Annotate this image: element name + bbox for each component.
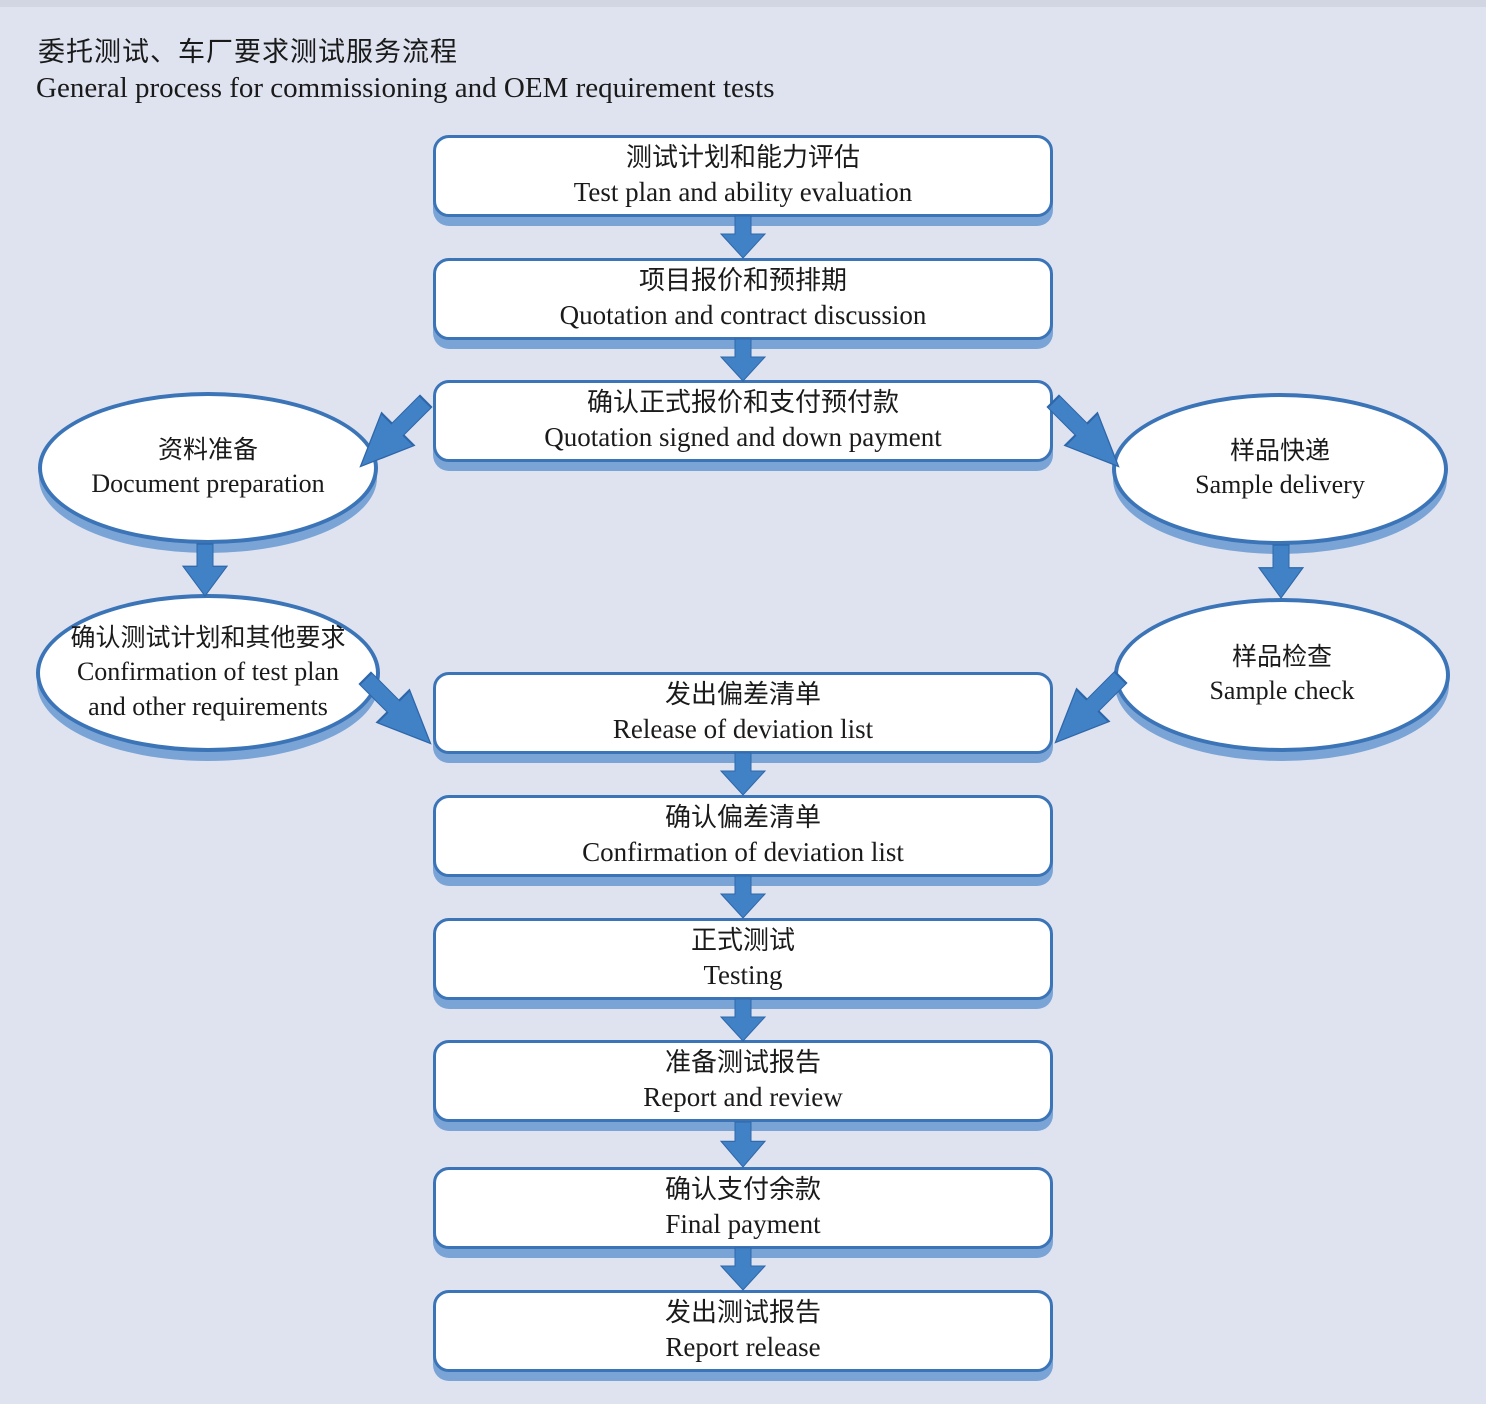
node-document-preparation: 资料准备 Document preparation bbox=[38, 392, 378, 544]
node-quotation-signed: 确认正式报价和支付预付款 Quotation signed and down p… bbox=[433, 380, 1053, 462]
arrow-step1-step2-icon bbox=[719, 215, 767, 259]
node-label-en: Document preparation bbox=[91, 469, 325, 499]
node-label-zh: 发出测试报告 bbox=[664, 1298, 821, 1328]
node-label-zh: 样品检查 bbox=[1231, 644, 1332, 672]
arrow-confirmplan-step4-icon bbox=[358, 671, 432, 745]
node-label-en: Final payment bbox=[665, 1209, 821, 1240]
arrow-step6-step7-icon bbox=[719, 998, 767, 1042]
top-border-strip bbox=[0, 0, 1486, 7]
arrow-step4-step5-icon bbox=[719, 752, 767, 796]
node-final-payment: 确认支付余款 Final payment bbox=[433, 1167, 1053, 1249]
node-label-en: Confirmation of deviation list bbox=[582, 837, 904, 868]
node-label-en: Confirmation of test plan and other requ… bbox=[76, 657, 340, 721]
arrow-step3-delivery-icon bbox=[1046, 394, 1120, 468]
node-label-zh: 样品快递 bbox=[1229, 438, 1330, 466]
node-label-zh: 确认偏差清单 bbox=[664, 803, 821, 833]
node-confirm-deviation-list: 确认偏差清单 Confirmation of deviation list bbox=[433, 795, 1053, 877]
arrow-step2-step3-icon bbox=[719, 338, 767, 382]
node-label-zh: 确认支付余款 bbox=[664, 1175, 821, 1205]
arrow-step7-step8-icon bbox=[719, 1121, 767, 1168]
node-label-zh: 确认测试计划和其他要求 bbox=[70, 625, 346, 653]
node-label-en: Test plan and ability evaluation bbox=[573, 177, 913, 208]
node-label-zh: 项目报价和预排期 bbox=[638, 266, 847, 296]
node-testing: 正式测试 Testing bbox=[433, 918, 1053, 1000]
node-report-review: 准备测试报告 Report and review bbox=[433, 1040, 1053, 1122]
node-confirm-test-plan: 确认测试计划和其他要求 Confirmation of test plan an… bbox=[36, 594, 380, 752]
arrow-step5-step6-icon bbox=[719, 875, 767, 919]
node-label-en: Quotation and contract discussion bbox=[559, 300, 927, 331]
node-label-en: Testing bbox=[703, 960, 783, 991]
node-release-deviation-list: 发出偏差清单 Release of deviation list bbox=[433, 672, 1053, 754]
node-label-en: Sample delivery bbox=[1195, 470, 1365, 500]
arrow-delivery-check-icon bbox=[1257, 544, 1305, 599]
node-report-release: 发出测试报告 Report release bbox=[433, 1290, 1053, 1372]
arrow-check-step4-icon bbox=[1054, 670, 1128, 744]
node-sample-delivery: 样品快递 Sample delivery bbox=[1112, 393, 1448, 545]
page-title-en: General process for commissioning and OE… bbox=[36, 72, 775, 104]
arrow-step3-docprep-icon bbox=[359, 394, 433, 468]
node-label-zh: 确认正式报价和支付预付款 bbox=[586, 388, 899, 418]
node-label-en: Quotation signed and down payment bbox=[544, 422, 942, 453]
page-title-zh: 委托测试、车厂要求测试服务流程 bbox=[38, 37, 458, 67]
arrow-docprep-confirmplan-icon bbox=[181, 543, 229, 597]
node-label-zh: 正式测试 bbox=[690, 926, 795, 956]
node-label-en: Release of deviation list bbox=[612, 714, 874, 745]
node-label-en: Report release bbox=[665, 1332, 821, 1363]
node-quotation-discussion: 项目报价和预排期 Quotation and contract discussi… bbox=[433, 258, 1053, 340]
node-label-zh: 准备测试报告 bbox=[664, 1048, 821, 1078]
node-label-en: Report and review bbox=[643, 1082, 843, 1113]
node-test-plan: 测试计划和能力评估 Test plan and ability evaluati… bbox=[433, 135, 1053, 217]
node-label-zh: 资料准备 bbox=[157, 437, 258, 465]
arrow-step8-step9-icon bbox=[719, 1247, 767, 1291]
node-sample-check: 样品检查 Sample check bbox=[1114, 598, 1450, 752]
node-label-zh: 测试计划和能力评估 bbox=[625, 143, 860, 173]
node-label-en: Sample check bbox=[1209, 676, 1355, 706]
node-label-zh: 发出偏差清单 bbox=[664, 680, 821, 710]
